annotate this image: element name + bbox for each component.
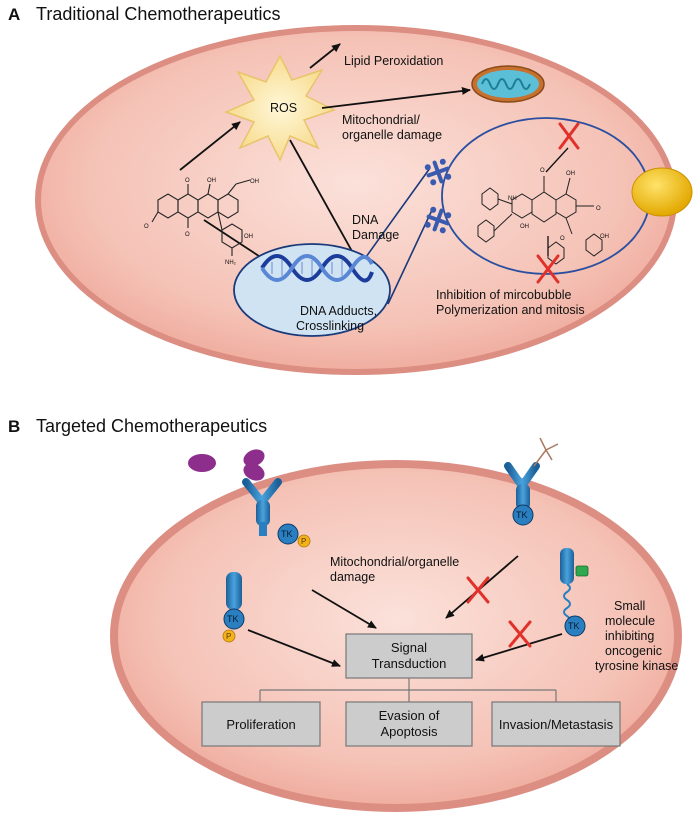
tk-label-3: TK bbox=[227, 614, 239, 624]
svg-text:O: O bbox=[540, 168, 545, 174]
signal-box-line-1: Signal bbox=[391, 640, 427, 655]
svg-text:OH: OH bbox=[250, 179, 259, 185]
outcome-invasion-label: Invasion/Metastasis bbox=[499, 717, 614, 732]
b-mito-label-1: Mitochondrial/organelle bbox=[330, 555, 459, 569]
small-molecule-line-1: Small bbox=[614, 599, 645, 613]
svg-text:O: O bbox=[185, 178, 190, 184]
svg-text:O: O bbox=[144, 224, 149, 230]
small-molecule-line-4: oncogenic bbox=[605, 644, 662, 658]
svg-text:O: O bbox=[185, 232, 190, 238]
phosphate-2 bbox=[222, 629, 236, 643]
phosphate-label-2: P bbox=[226, 632, 231, 641]
dna-adducts-label-2: Crosslinking bbox=[296, 319, 364, 333]
doxorubicin-molecule-icon bbox=[151, 179, 251, 256]
receptor-tyrosine-kinase-1 bbox=[242, 478, 282, 536]
receptor-tyrosine-kinase-4 bbox=[560, 548, 589, 625]
signal-box-line-2: Transduction bbox=[372, 656, 447, 671]
outcome-apoptosis-line-1: Evasion of bbox=[379, 708, 440, 723]
b-mito-label-2: damage bbox=[330, 570, 375, 584]
svg-text:NH: NH bbox=[508, 196, 517, 202]
zoom-line-top bbox=[365, 167, 431, 258]
outcome-box-proliferation bbox=[201, 701, 321, 747]
inhibition-label-1: Inhibition of mircobubble bbox=[436, 288, 572, 302]
mito-damage-label-2: organelle damage bbox=[342, 128, 442, 142]
panel-a-title: Traditional Chemotherapeutics bbox=[36, 4, 280, 24]
chromosome-icons bbox=[424, 158, 452, 234]
taxol-atom-marks: NH OH O OH O OH O bbox=[508, 168, 609, 242]
zoom-line-bottom bbox=[387, 209, 433, 305]
receptor-tyrosine-kinase-2 bbox=[504, 462, 540, 510]
molecule-atom-marks: O O OH OH O OH NH₂ bbox=[144, 178, 259, 266]
outcome-box-apoptosis bbox=[345, 701, 473, 747]
phosphate-1 bbox=[297, 534, 311, 548]
outcome-proliferation-label: Proliferation bbox=[226, 717, 295, 732]
dna-adducts-label-1: DNA Adducts, bbox=[300, 304, 377, 318]
outcome-box-invasion bbox=[491, 701, 621, 747]
tk-domain-1 bbox=[277, 523, 299, 545]
svg-text:NH₂: NH₂ bbox=[225, 260, 237, 266]
outcome-connectors bbox=[259, 678, 557, 702]
dna-damage-label-2: Damage bbox=[352, 228, 399, 242]
svg-text:O: O bbox=[596, 206, 601, 212]
ligand-bound-icon-1 bbox=[243, 449, 265, 467]
svg-text:O: O bbox=[560, 236, 565, 242]
tk-domain-4 bbox=[564, 615, 586, 637]
tk-label-2: TK bbox=[516, 510, 528, 520]
svg-text:OH: OH bbox=[244, 234, 253, 240]
tk-domain-2 bbox=[512, 504, 534, 526]
small-molecule-line-3: inhibiting bbox=[605, 629, 654, 643]
tk-label-4: TK bbox=[568, 621, 580, 631]
ros-label: ROS bbox=[270, 101, 297, 115]
panel-a-letter: A bbox=[8, 5, 20, 24]
svg-text:OH: OH bbox=[600, 234, 609, 240]
outcome-apoptosis-line-2: Apoptosis bbox=[380, 724, 438, 739]
inhibit-x-marks-b bbox=[466, 576, 532, 648]
phosphate-label-1: P bbox=[301, 537, 306, 546]
inhibit-lines-a bbox=[545, 147, 569, 256]
signal-transduction-box bbox=[345, 633, 473, 679]
panel-b-letter: B bbox=[8, 417, 20, 436]
mitochondrion-icon bbox=[471, 65, 545, 103]
panel-a-arrows bbox=[179, 43, 471, 263]
antibody-ligand-icon bbox=[533, 437, 559, 467]
small-molecule-label: Small molecule inhibiting oncogenic tyro… bbox=[595, 599, 678, 673]
svg-text:OH: OH bbox=[207, 178, 216, 184]
svg-text:OH: OH bbox=[566, 171, 575, 177]
small-molecule-line-2: molecule bbox=[605, 614, 655, 628]
ligand-bound-icon-2 bbox=[243, 463, 265, 481]
ligand-free-icon bbox=[188, 454, 216, 472]
centrosome-icon bbox=[631, 167, 693, 217]
svg-text:OH: OH bbox=[520, 224, 529, 230]
inhibit-x-marks-a bbox=[536, 122, 580, 284]
dna-helix-icon bbox=[260, 254, 374, 283]
dna-damage-label-1: DNA bbox=[352, 213, 379, 227]
ros-burst bbox=[223, 54, 336, 162]
panel-b-title: Targeted Chemotherapeutics bbox=[36, 416, 267, 436]
tk-domain-3 bbox=[223, 608, 245, 630]
receptor-tyrosine-kinase-3 bbox=[226, 572, 242, 610]
taxol-molecule-icon bbox=[477, 176, 603, 265]
lipid-peroxidation-label: Lipid Peroxidation bbox=[344, 54, 443, 68]
small-molecule-line-5: tyrosine kinase bbox=[595, 659, 678, 673]
tk-label-1: TK bbox=[281, 529, 293, 539]
inhibition-label-2: Polymerization and mitosis bbox=[436, 303, 585, 317]
mito-damage-label-1: Mitochondrial/ bbox=[342, 113, 420, 127]
